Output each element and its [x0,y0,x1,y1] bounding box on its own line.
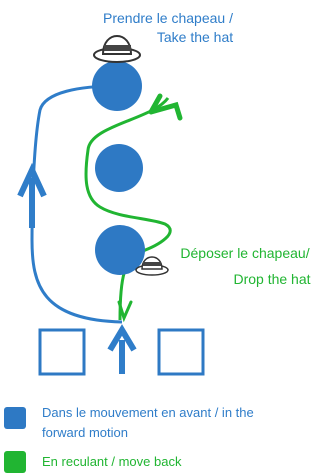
label-drop-hat-en: Drop the hat [233,271,311,287]
legend-back: En reculant / move back [42,454,182,469]
hat-icon [93,35,141,63]
forward-arrow-left-head-icon [17,162,47,198]
circle-middle [95,144,143,192]
legend-forward-line1: Dans le mouvement en avant / in the [42,405,254,420]
box-right [157,328,205,376]
backward-path [84,97,172,321]
forward-path [30,84,123,324]
backward-arrow-bottom-icon [117,300,133,323]
hat-icon [135,256,169,276]
legend-swatch-back [4,451,26,473]
backward-arrow-top-icon [148,93,183,121]
box-left [38,328,86,376]
forward-arrow-bottom-head-icon [107,324,137,352]
circle-bottom [95,225,145,275]
label-drop-hat-fr: Déposer le chapeau/ [180,245,310,261]
legend-swatch-forward [4,407,26,429]
label-take-hat-en: Take the hat [156,29,234,45]
circle-top [92,61,142,111]
legend-forward-line2: forward motion [42,425,128,440]
label-take-hat-fr: Prendre le chapeau / [103,10,233,26]
